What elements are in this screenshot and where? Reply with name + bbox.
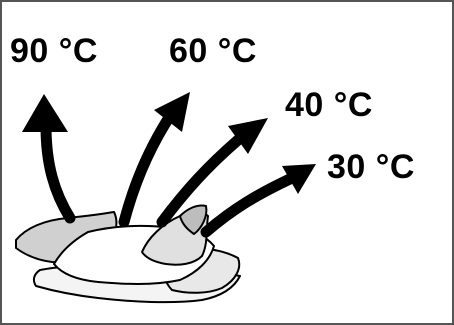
temp-label-30: 30 °C [327,148,415,186]
arrow-40-head-icon [228,118,268,154]
temp-label-90: 90 °C [10,32,98,70]
arrow-30-icon [200,172,298,238]
illustration [15,92,316,304]
temp-label-40: 40 °C [285,86,373,124]
arrow-60-icon [118,110,176,228]
temp-label-60: 60 °C [169,32,257,70]
arrow-30-head-icon [282,164,316,194]
arrow-60-head-icon [154,92,190,132]
arrow-90-head-icon [22,94,68,132]
arrow-90-icon [40,120,76,224]
arrow-40-icon [156,134,244,228]
arrows [40,110,298,238]
arrow-heads [22,92,316,194]
